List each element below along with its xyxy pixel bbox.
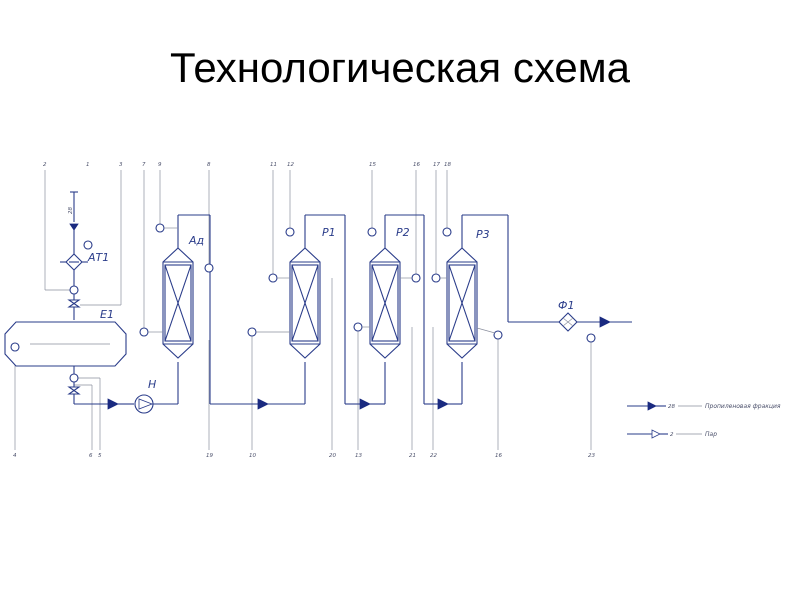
stream-number: 9 (158, 162, 162, 168)
instrument-icon (285, 227, 295, 237)
filled-arrow-icon (647, 401, 657, 411)
legend-code: 2 (670, 432, 674, 438)
instrument-icon (247, 327, 257, 337)
flow-arrow-icon (437, 398, 449, 410)
flow-arrow-icon (599, 316, 611, 328)
column-r1: Р1 (247, 214, 386, 410)
equipment-label-n: Н (148, 378, 156, 391)
instrument-icon (431, 273, 441, 283)
stream-number: 21 (409, 453, 416, 459)
stream-number: 16 (413, 162, 420, 168)
stream-number: 12 (287, 162, 294, 168)
stream-number: 2 (43, 162, 47, 168)
stream-numbers-bottom: 4 6 5 19 10 20 13 21 22 16 23 (13, 453, 595, 459)
stream-number: 22 (430, 453, 437, 459)
stream-number: 17 (433, 162, 440, 168)
stream-number: 23 (588, 453, 595, 459)
column-r3: Р3 (431, 214, 509, 359)
instrument-icon (353, 322, 363, 332)
stream-number: 3 (119, 162, 123, 168)
instrument-icon (69, 285, 79, 295)
instrument-icon (442, 227, 452, 237)
flow-arrow-icon (257, 398, 269, 410)
instrument-icon (155, 223, 165, 233)
flow-arrow-icon (69, 223, 79, 231)
equipment-label-r3: Р3 (476, 228, 490, 241)
equipment-label-ad: Ад (188, 234, 204, 247)
instrument-icon (204, 263, 214, 273)
instrument-icon (411, 273, 421, 283)
equipment-label-r1: Р1 (322, 226, 336, 239)
instrument-icon (586, 333, 596, 343)
equipment-label-r2: Р2 (396, 226, 410, 239)
instrument-icon (83, 240, 93, 250)
instrument-icon (493, 330, 503, 340)
slide-title: Технологическая схема (170, 44, 630, 91)
stream-number: 16 (495, 453, 502, 459)
flow-arrow-icon (107, 398, 119, 410)
legend-item: 28 Пропиленовая фракция (627, 401, 781, 411)
equipment-label-e1: Е1 (100, 308, 114, 321)
column-ad: Ад (139, 214, 306, 410)
stream-number: 28 (68, 207, 74, 214)
stream-number: 11 (270, 162, 277, 168)
instrument-icon (10, 342, 20, 352)
vessel-e1: Е1 (4, 308, 134, 410)
stream-number: 19 (206, 453, 213, 459)
legend-text: Пропиленовая фракция (705, 403, 781, 410)
equipment-label-at1: АТ1 (87, 251, 109, 264)
stream-number: 8 (207, 162, 211, 168)
valve-icon (67, 299, 81, 308)
column-r2: Р2 (353, 214, 463, 410)
leader-lines (14, 170, 592, 450)
legend: 28 Пропиленовая фракция 2 Пар (627, 401, 781, 439)
heat-exchanger-at1: 28 АТ1 (60, 191, 109, 320)
stream-number: 13 (355, 453, 362, 459)
stream-number: 18 (444, 162, 451, 168)
pump-h: Н (134, 362, 179, 414)
legend-item: 2 Пар (627, 429, 717, 439)
stream-number: 1 (86, 162, 90, 168)
stream-number: 7 (142, 162, 146, 168)
stream-number: 20 (329, 453, 336, 459)
instrument-icon (367, 227, 377, 237)
legend-text: Пар (705, 431, 717, 438)
instrument-icon (139, 327, 149, 337)
flow-arrow-icon (359, 398, 371, 410)
stream-number: 6 (89, 453, 93, 459)
stream-number: 4 (13, 453, 17, 459)
stream-number: 10 (249, 453, 256, 459)
legend-code: 28 (668, 404, 675, 410)
stream-numbers-top: 2 1 3 7 9 8 11 12 15 16 17 18 (43, 162, 451, 168)
valve-icon (67, 386, 81, 395)
open-arrow-icon (651, 429, 661, 439)
instrument-icon (69, 373, 79, 383)
pump-direction-icon (138, 398, 154, 410)
stream-number: 5 (98, 453, 102, 459)
stream-number: 15 (369, 162, 376, 168)
instrument-icon (268, 273, 278, 283)
filter-f1: Ф1 (508, 299, 632, 343)
equipment-label-f1: Ф1 (558, 299, 574, 312)
